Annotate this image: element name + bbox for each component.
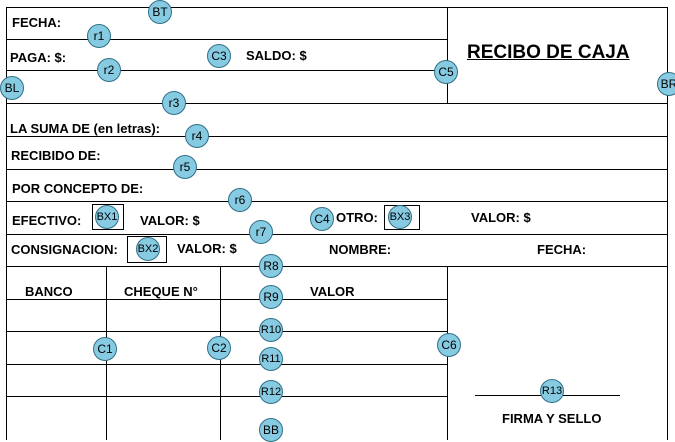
suma-label: LA SUMA DE (en letras): — [10, 121, 160, 136]
marker-c5: C5 — [434, 60, 458, 84]
saldo-label: SALDO: $ — [246, 48, 307, 63]
grid-line — [6, 364, 447, 365]
grid-line — [447, 7, 448, 104]
marker-r9: R9 — [259, 285, 283, 309]
otro-label: OTRO: — [336, 210, 378, 225]
marker-r4: r4 — [185, 124, 209, 148]
marker-bx1: BX1 — [95, 205, 119, 229]
efectivo-label: EFECTIVO: — [12, 213, 82, 228]
banco-header: BANCO — [25, 284, 73, 299]
fecha-label: FECHA: — [12, 15, 62, 30]
marker-r12: R12 — [259, 380, 283, 404]
marker-bx3: BX3 — [388, 205, 412, 229]
cheque-header: CHEQUE N° — [124, 284, 198, 299]
marker-r13: R13 — [540, 379, 564, 403]
consignacion-checkbox[interactable] — [127, 236, 167, 263]
marker-bl: BL — [0, 76, 24, 100]
marker-br: BR — [657, 72, 675, 96]
grid-line — [6, 201, 668, 202]
marker-c3: C3 — [207, 44, 231, 68]
marker-r11: R11 — [259, 347, 283, 371]
grid-line — [6, 7, 668, 8]
grid-line — [6, 234, 668, 235]
fecha2-label: FECHA: — [537, 242, 587, 257]
grid-line — [6, 103, 668, 104]
marker-bb: BB — [259, 418, 283, 442]
marker-r1: r1 — [87, 24, 111, 48]
grid-line — [6, 396, 447, 397]
marker-r5: r5 — [173, 155, 197, 179]
marker-r3: r3 — [162, 91, 186, 115]
marker-r7: r7 — [249, 220, 273, 244]
grid-line — [6, 331, 447, 332]
grid-line — [6, 39, 447, 40]
marker-c4: C4 — [310, 207, 334, 231]
marker-c1: C1 — [93, 337, 117, 361]
concepto-label: POR CONCEPTO DE: — [12, 181, 144, 196]
efectivo-checkbox[interactable] — [92, 204, 124, 230]
marker-bt: BT — [148, 0, 172, 24]
grid-line — [667, 7, 668, 440]
marker-r10: R10 — [259, 318, 283, 342]
receipt-title: RECIBO DE CAJA — [467, 42, 630, 63]
marker-bx2: BX2 — [136, 237, 160, 261]
consignacion-label: CONSIGNACION: — [11, 242, 118, 257]
valor-label-efectivo: VALOR: $ — [140, 213, 200, 228]
firma-label: FIRMA Y SELLO — [502, 411, 602, 426]
nombre-label: NOMBRE: — [329, 242, 392, 257]
grid-line — [6, 169, 668, 170]
valor-header: VALOR — [310, 284, 355, 299]
valor-label-otro: VALOR: $ — [471, 210, 531, 225]
marker-c6: C6 — [437, 333, 461, 357]
paga-label: PAGA: $: — [10, 50, 67, 65]
grid-line — [6, 7, 7, 440]
grid-line — [6, 266, 668, 267]
marker-r2: r2 — [97, 58, 121, 82]
grid-line — [6, 70, 447, 71]
marker-r6: r6 — [228, 188, 252, 212]
valor-label-consignacion: VALOR: $ — [177, 241, 237, 256]
grid-line — [6, 299, 447, 300]
marker-r8: R8 — [259, 254, 283, 278]
grid-line — [6, 136, 668, 137]
marker-c2: C2 — [207, 336, 231, 360]
recibido-label: RECIBIDO DE: — [11, 148, 101, 163]
